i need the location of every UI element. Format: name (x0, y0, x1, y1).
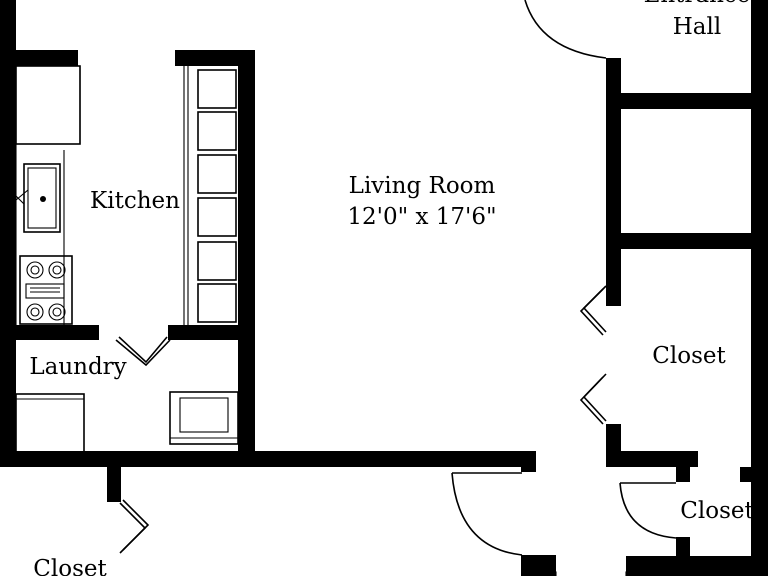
wall-kitchen-living (238, 50, 255, 466)
entrance-hall-label-line1: Entrance (644, 0, 751, 8)
pantry-shelves (183, 66, 237, 325)
stove-burners (25, 261, 66, 321)
wall-door-jamb-bottom (521, 555, 536, 576)
bedroom-door-swing (451, 472, 523, 556)
wall-middle-horizontal (0, 451, 536, 467)
living-room-label: Living Room (349, 173, 496, 199)
closet-small-label: Closet (680, 498, 754, 524)
wall-small-closet-jamb-top (676, 467, 690, 482)
wall-laundry-top-left (16, 325, 99, 340)
wall-closet-top (606, 233, 768, 249)
wall-small-closet-jamb-bottom (676, 537, 690, 562)
wall-hall-bottom (606, 93, 768, 109)
refrigerator (15, 65, 81, 145)
faucet-icon (15, 189, 29, 205)
small-closet-door-swing (619, 482, 677, 539)
laundry-counter (15, 393, 85, 453)
room-labels: Entrance Hall Kitchen Living Room 12'0" … (29, 0, 754, 576)
closet-bottom-left-label: Closet (33, 556, 107, 576)
entrance-hall-label-line2: Hall (673, 14, 721, 40)
doors (115, 0, 677, 556)
wall-small-closet-top-right (740, 467, 768, 482)
wall-laundry-top-right (168, 325, 255, 340)
wall-west (0, 0, 16, 466)
kitchen-sink (23, 163, 61, 233)
laundry-label: Laundry (29, 354, 126, 380)
closet-shelf (625, 571, 752, 576)
wall-small-closet-bottom (626, 556, 751, 576)
wall-kitchen-top (16, 50, 78, 66)
closet-bifold-upper-inner (579, 288, 604, 336)
closet-bifold-lower-inner (579, 376, 604, 425)
entrance-door-swing (524, 0, 607, 59)
closet-bifold-lower (582, 373, 607, 422)
wall-east (751, 0, 768, 576)
bottom-closet-bifold-inner (122, 499, 150, 551)
living-room-dimensions: 12'0" x 17'6" (347, 204, 496, 230)
laundry-fixtures (15, 391, 239, 453)
wall-door-jamb-top (521, 451, 536, 472)
wall-closet-bottom (606, 451, 698, 467)
closet-right-label: Closet (652, 343, 726, 369)
stove (19, 255, 73, 325)
wall-kitchen-top-right (175, 50, 255, 66)
wall-bottom-stub (536, 555, 556, 576)
wall-closet-jamb (107, 467, 121, 502)
kitchen-label: Kitchen (90, 188, 180, 214)
kitchen-fixtures (15, 65, 237, 325)
laundry-bifold-door (115, 339, 171, 367)
laundry-bifold-door-inner (118, 336, 168, 364)
sink-drain-icon (40, 196, 46, 202)
washer (169, 391, 239, 445)
